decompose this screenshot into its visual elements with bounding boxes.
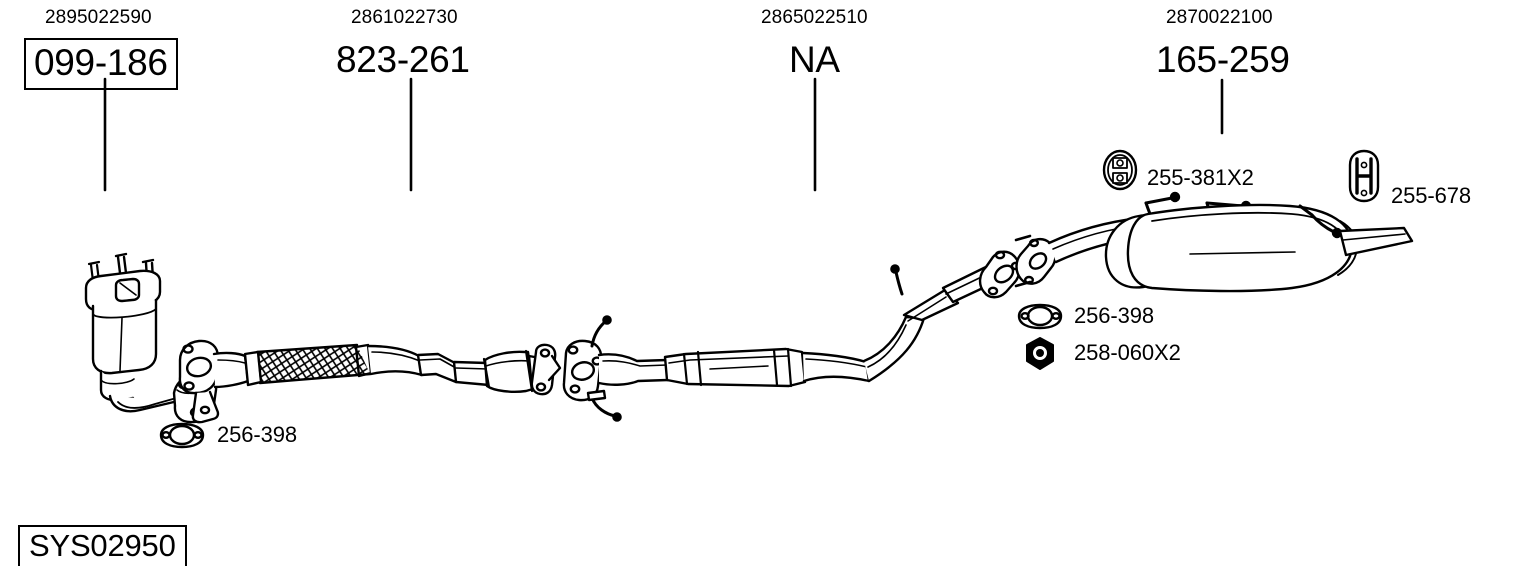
catalytic-converter-art xyxy=(84,252,218,424)
accessory-ref-h-hanger[interactable]: 255-678 xyxy=(1391,183,1472,208)
accessory-ref-rubber-mount[interactable]: 255-381X2 xyxy=(1147,165,1254,190)
accessory-ref-gasket-rear[interactable]: 256-398 xyxy=(1074,303,1155,328)
leader-lines xyxy=(103,77,1224,192)
oem-code-3: 2865022510 xyxy=(761,7,868,28)
part-ref-3[interactable]: NA xyxy=(789,39,840,80)
front-pipe-silencer-art xyxy=(178,339,562,424)
part-ref-2[interactable]: 823-261 xyxy=(336,39,470,80)
h-hanger-icon xyxy=(1348,149,1380,203)
part-ref-1[interactable]: 099-186 xyxy=(24,38,178,90)
system-code[interactable]: SYS02950 xyxy=(18,525,187,566)
hex-nut-icon xyxy=(1026,337,1054,370)
flange-gasket-icon-front xyxy=(159,422,205,449)
rear-silencer-art xyxy=(1014,191,1414,293)
centre-silencer-art xyxy=(562,250,1022,422)
part-ref-4[interactable]: 165-259 xyxy=(1156,39,1290,80)
rubber-mount-icon xyxy=(1102,149,1138,191)
accessory-ref-hex-nut[interactable]: 258-060X2 xyxy=(1074,340,1181,365)
oem-code-1: 2895022590 xyxy=(45,7,152,28)
oem-code-2: 2861022730 xyxy=(351,7,458,28)
oem-code-4: 2870022100 xyxy=(1166,7,1273,28)
accessory-ref-gasket-front[interactable]: 256-398 xyxy=(217,422,298,447)
flange-gasket-icon-rear xyxy=(1017,303,1063,330)
